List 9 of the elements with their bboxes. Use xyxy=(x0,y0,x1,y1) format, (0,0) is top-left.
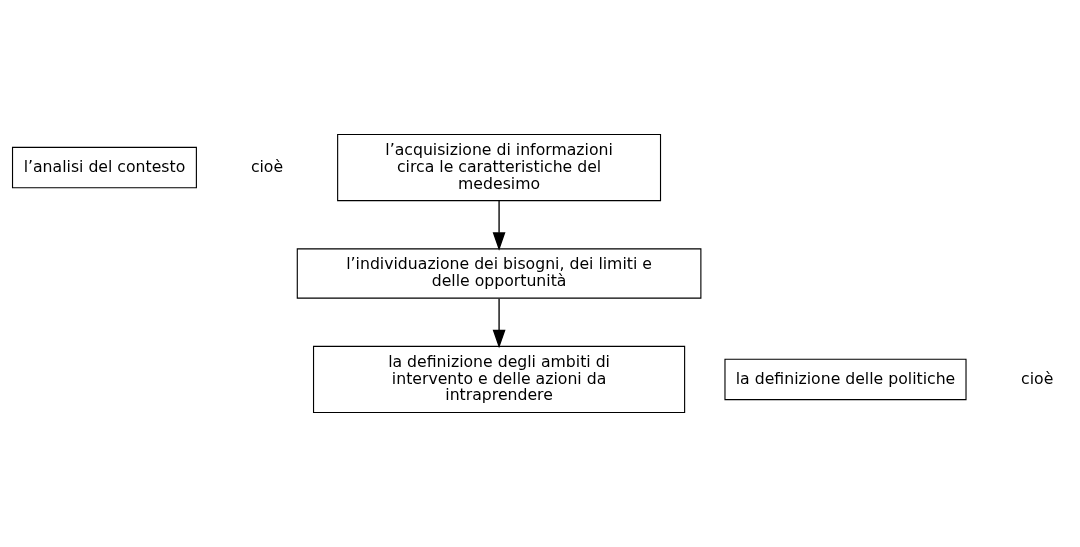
arrow xyxy=(492,298,506,349)
label: cioè xyxy=(1021,368,1054,388)
node-box: l’individuazione dei bisogni, dei limiti e delle opportunità xyxy=(296,248,702,299)
node-box: la definizione delle politiche xyxy=(724,358,967,401)
node-box: l’acquisizione di informazioni circa le caratteristiche del medesimo xyxy=(337,133,662,202)
node-box: la definizione degli ambiti di intervento e delle azioni da intraprendere xyxy=(313,345,686,414)
label: cioè xyxy=(250,156,284,176)
arrow xyxy=(492,199,506,251)
node-box: l’analisi del contesto xyxy=(11,146,197,189)
